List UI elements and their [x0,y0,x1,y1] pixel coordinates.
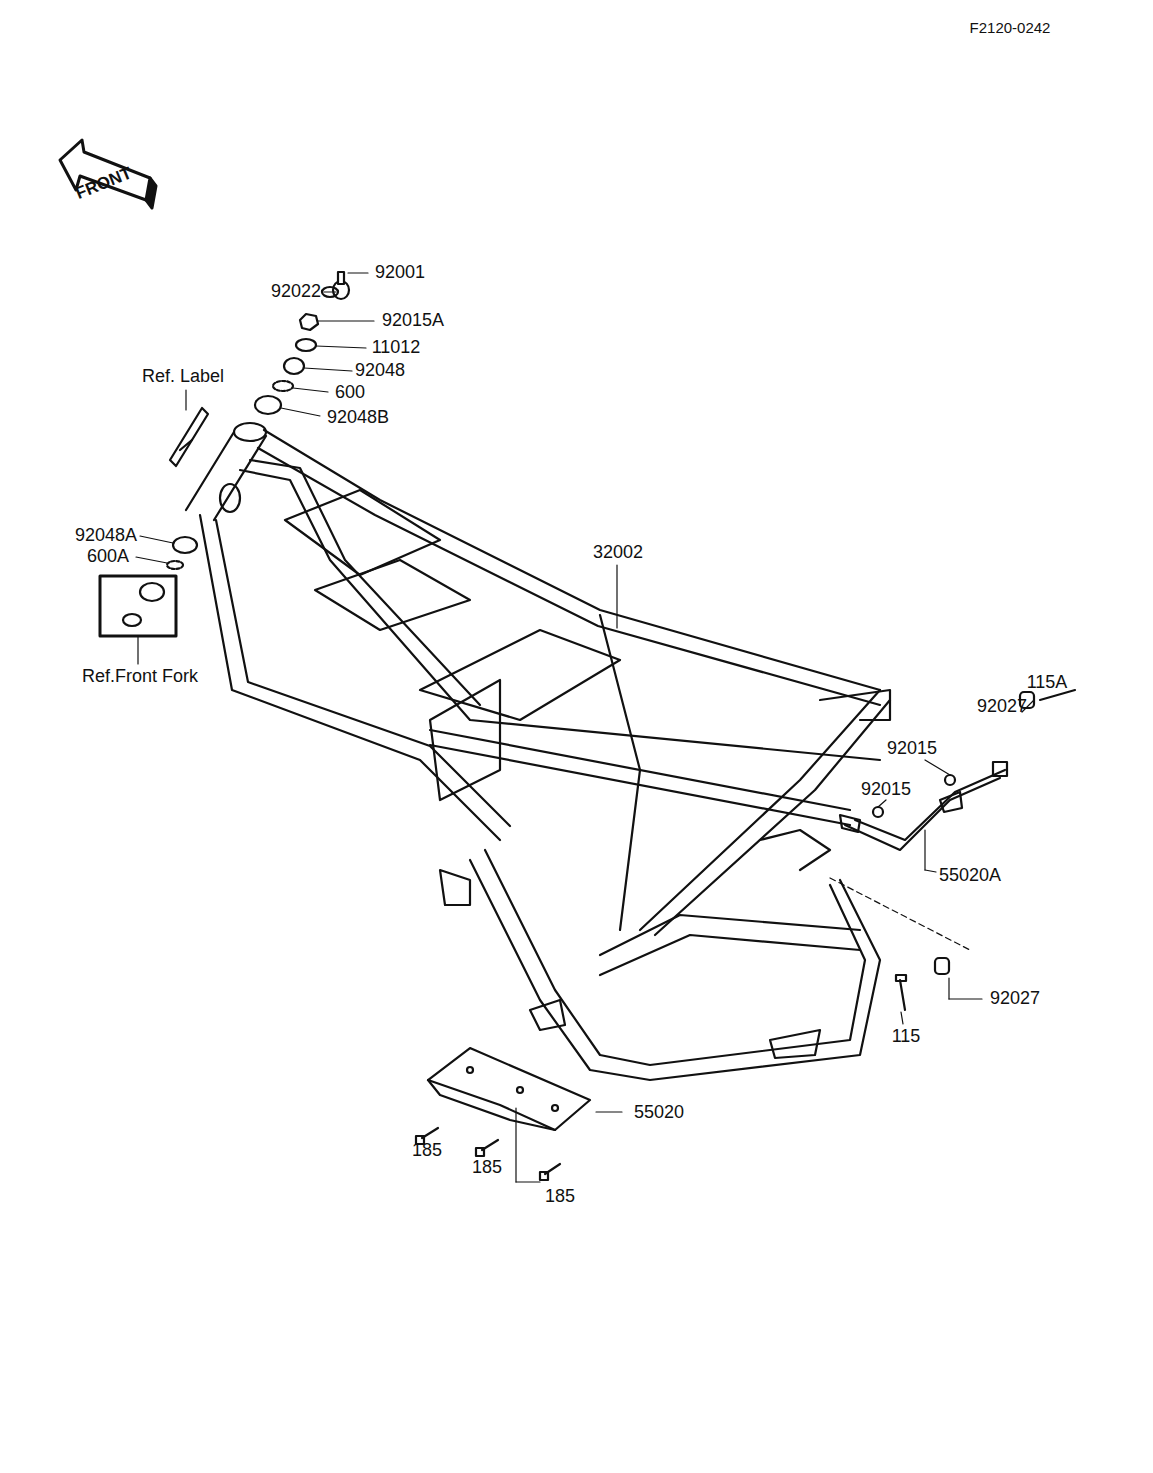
callout-number: 55020A [939,866,1001,886]
callout-number: 11012 [372,338,421,358]
callout-number: 92048B [327,408,389,428]
callout-number: 92015 [861,780,911,800]
callout-number: 115A [1027,673,1068,693]
callout-number: 115 [892,1027,921,1047]
callout-number: 185 [412,1141,442,1161]
callout-number: Ref.Front Fork [82,667,198,687]
callout-number: 92048A [75,526,137,546]
callout-number: 600 [335,383,365,403]
callout-number: 600A [87,547,129,567]
callout-number: 32002 [593,543,643,563]
callout-number: 92027 [977,697,1027,717]
callout-number: 55020 [634,1103,684,1123]
callout-number: 92027 [990,989,1040,1009]
callout-number: Ref. Label [142,367,224,387]
callout-number: 92022 [271,282,321,302]
callout-number: 92015A [382,311,444,331]
callout-number: 185 [472,1158,502,1178]
callout-number: 92015 [887,739,937,759]
callout-number: 92048 [355,361,405,381]
callout-number: 92001 [375,263,425,283]
callout-number: 185 [545,1187,575,1207]
callout-number: F2120-0242 [970,20,1051,37]
